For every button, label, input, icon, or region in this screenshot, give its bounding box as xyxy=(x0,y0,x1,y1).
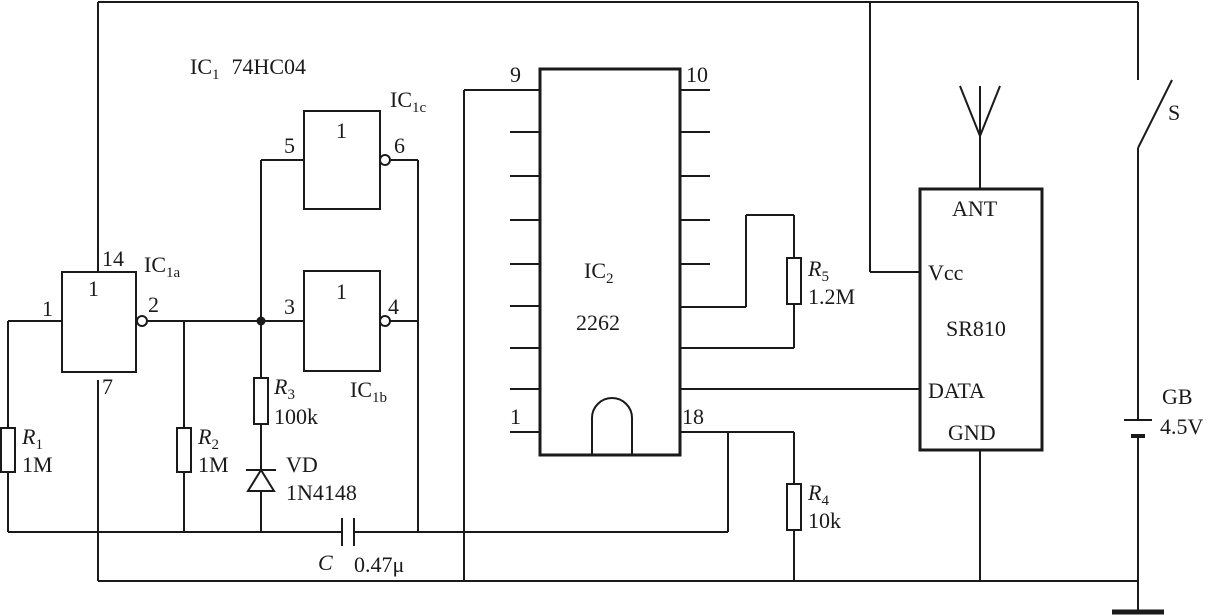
gate-a-gnd-pin: 7 xyxy=(102,374,113,399)
resistor-r1: R1 1M xyxy=(0,424,53,477)
module-gnd: GND xyxy=(948,420,996,445)
gate-ic1a: 1 1 2 14 7 IC1a xyxy=(42,246,181,399)
battery-name: GB xyxy=(1162,384,1193,409)
gate-a-in-pin: 1 xyxy=(42,296,53,321)
capacitor-value: 0.47μ xyxy=(354,552,404,577)
module-ant: ANT xyxy=(952,196,998,221)
battery-value: 4.5V xyxy=(1160,414,1204,439)
r3-label: R3 xyxy=(273,374,295,403)
r4-label: R4 xyxy=(807,480,829,509)
module-vcc: Vcc xyxy=(928,260,964,285)
ic2-pin-1: 1 xyxy=(510,404,521,429)
gate-a-label: IC1a xyxy=(144,252,181,281)
gate-a-vcc-pin: 14 xyxy=(102,246,124,271)
ic2-right-pins xyxy=(680,89,710,265)
gate-c-symbol: 1 xyxy=(336,118,347,143)
ic2-part: 2262 xyxy=(576,310,620,335)
gate-b-symbol: 1 xyxy=(336,279,347,304)
module-data: DATA xyxy=(928,378,985,403)
r5-value: 1.2M xyxy=(808,284,855,309)
resistor-r4: R4 10k xyxy=(786,480,841,533)
gate-c-out-pin: 6 xyxy=(394,133,405,158)
gate-b-label: IC1b xyxy=(350,377,387,406)
gate-c-label: IC1c xyxy=(390,87,427,116)
ic2-left-pins xyxy=(510,89,540,433)
ic2-label: IC2 xyxy=(584,258,614,287)
resistor-r2: R2 1M xyxy=(176,424,229,477)
battery-gb: GB 4.5V xyxy=(1124,384,1204,439)
ic2-pin-18: 18 xyxy=(682,404,704,429)
switch-s: S xyxy=(1137,79,1180,149)
r5-label: R5 xyxy=(807,256,829,285)
r1-label: R1 xyxy=(21,424,43,453)
diode-part: 1N4148 xyxy=(286,480,357,505)
ic2-chip: IC2 2262 9 10 1 18 xyxy=(510,62,710,457)
gate-ic1c: 1 5 6 IC1c xyxy=(284,87,427,210)
ic2-pin-10: 10 xyxy=(686,62,708,87)
module-name: SR810 xyxy=(946,316,1006,341)
r3-value: 100k xyxy=(274,404,318,429)
resistor-r3: R3 100k xyxy=(253,374,318,429)
switch-name: S xyxy=(1168,100,1180,125)
diode-triangle xyxy=(246,468,276,492)
r2-value: 1M xyxy=(198,452,229,477)
junction-dot xyxy=(256,316,266,326)
r4-value: 10k xyxy=(808,508,841,533)
gate-b-out-pin: 4 xyxy=(388,294,399,319)
antenna-icon xyxy=(959,85,1001,189)
inverter-bubble-a xyxy=(136,315,148,327)
capacitor-c: C 0.47μ xyxy=(318,518,404,577)
inverter-bubble-c xyxy=(379,154,391,166)
capacitor-name: C xyxy=(318,550,333,575)
r2-label: R2 xyxy=(197,424,219,453)
gate-c-in-pin: 5 xyxy=(284,133,295,158)
gate-a-symbol: 1 xyxy=(88,276,99,301)
module-sr810: ANT Vcc SR810 DATA GND xyxy=(918,85,1044,452)
diode-name: VD xyxy=(286,452,318,477)
ic2-notch xyxy=(591,397,633,455)
gate-ic1b: 1 3 4 IC1b xyxy=(284,270,399,406)
gate-b-in-pin: 3 xyxy=(284,294,295,319)
gate-a-out-pin: 2 xyxy=(148,292,159,317)
resistor-r5: R5 1.2M xyxy=(786,256,855,309)
switch-lever xyxy=(1137,79,1173,149)
diode-vd: VD 1N4148 xyxy=(246,452,357,505)
ic2-pin-9: 9 xyxy=(510,62,521,87)
inverter-bubble-b xyxy=(379,315,391,327)
r1-value: 1M xyxy=(22,452,53,477)
